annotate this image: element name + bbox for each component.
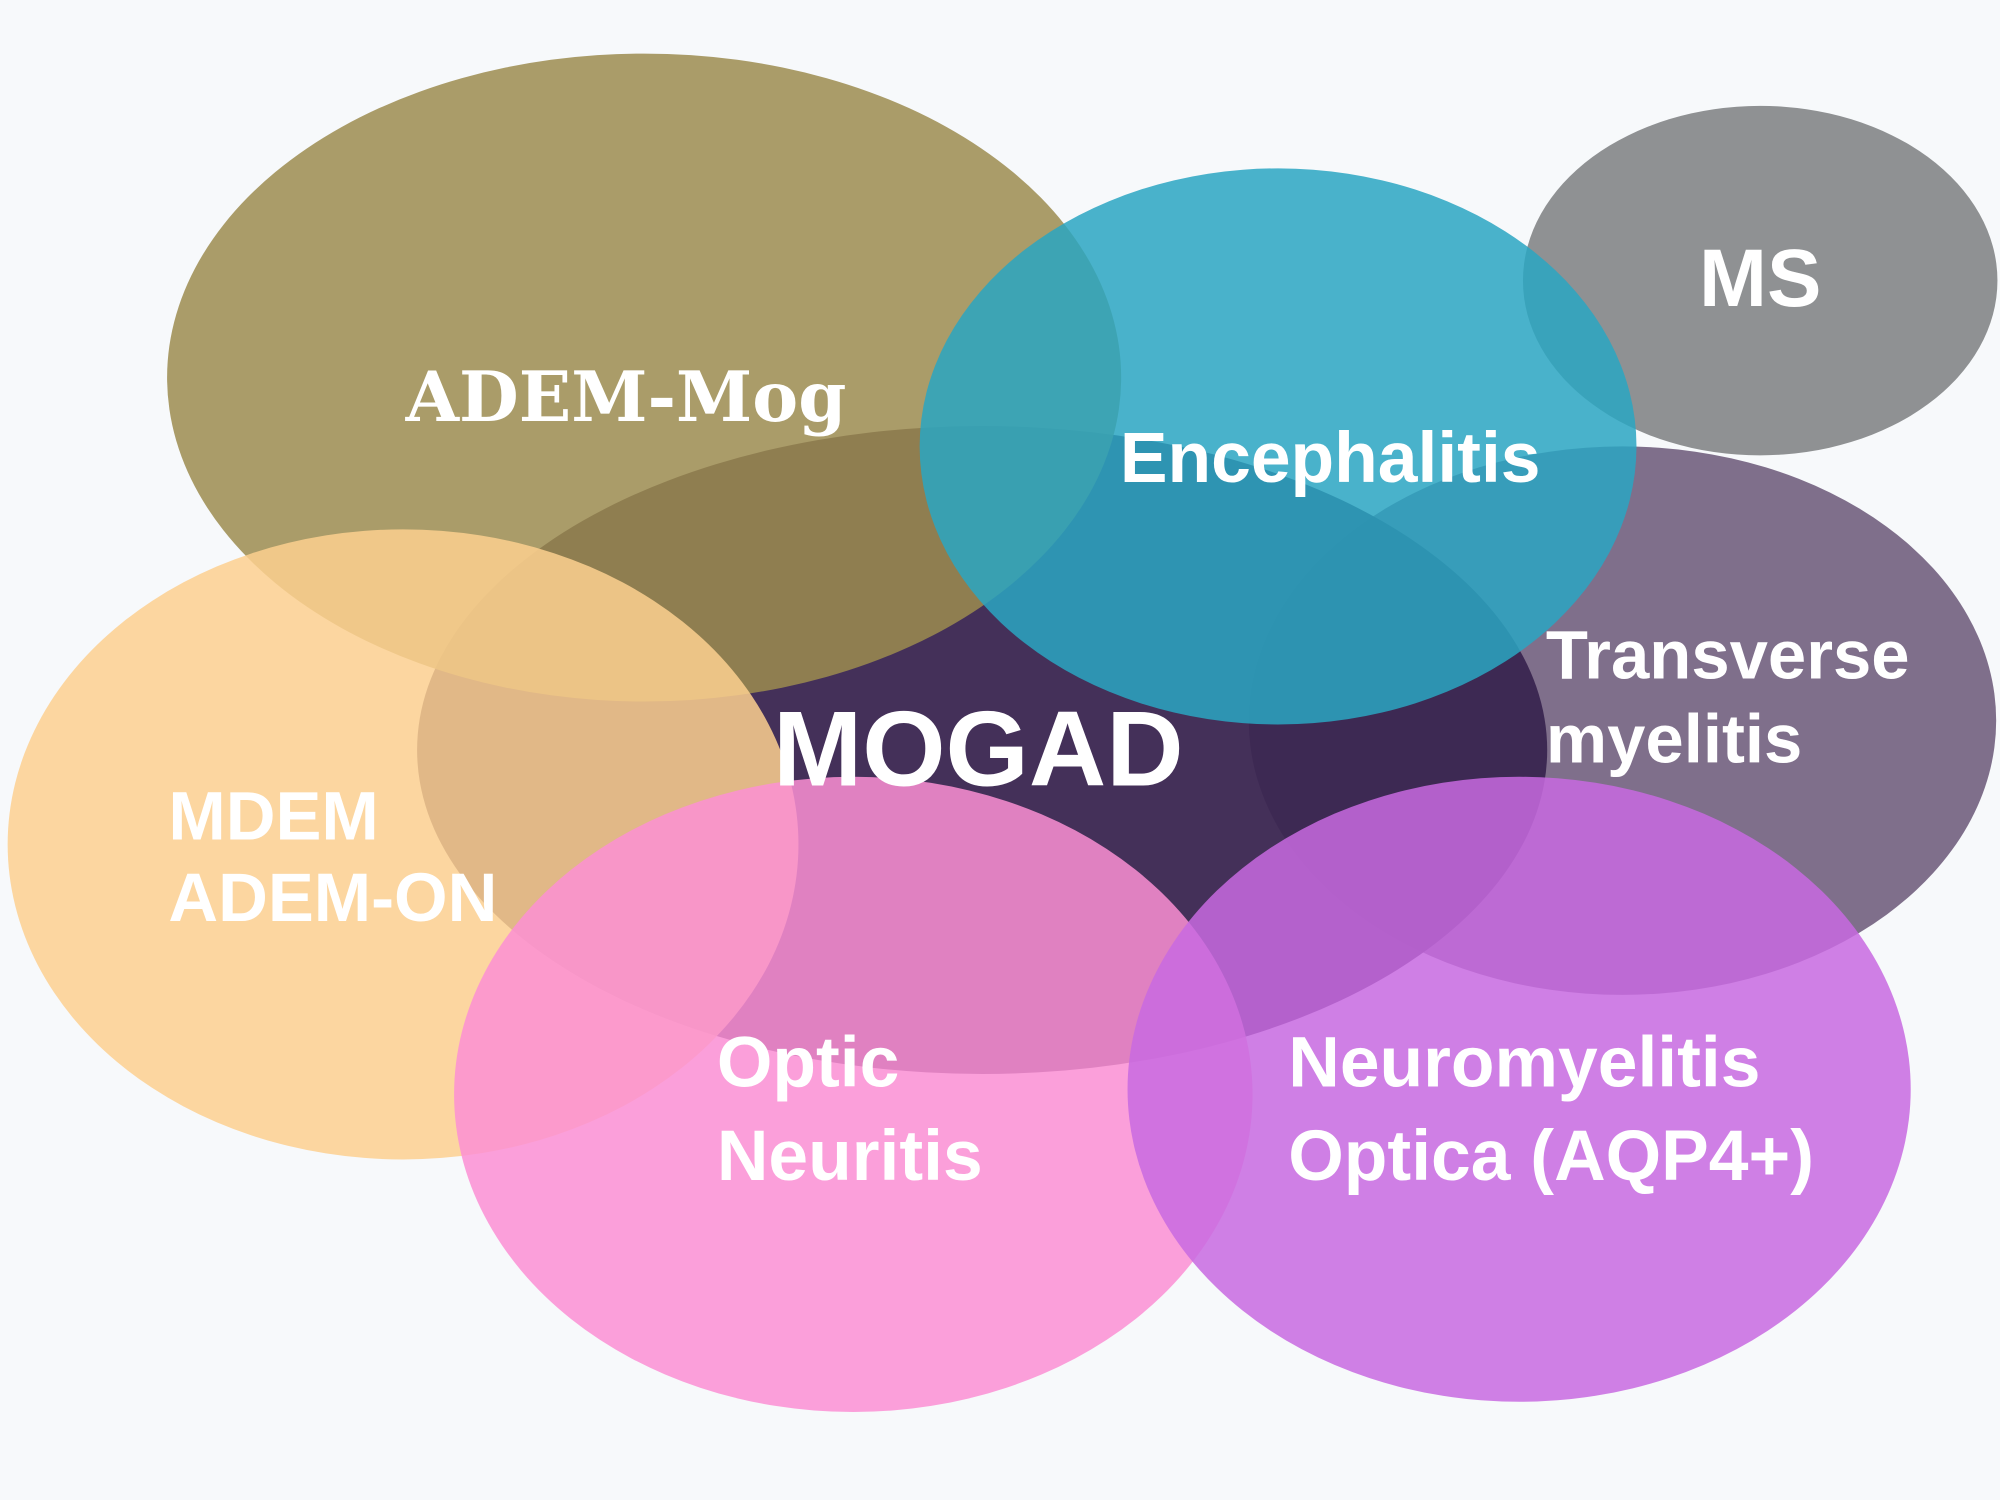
set-ms-ellipse	[1522, 105, 1998, 456]
label-neuritis: Neuritis	[717, 1116, 983, 1196]
label-mdem: MDEM	[168, 777, 378, 854]
set-nmo-ellipse	[1127, 776, 1911, 1402]
label-encephalitis: Encephalitis	[1120, 418, 1541, 498]
label-neuromyelitis: Neuromyelitis	[1288, 1023, 1760, 1103]
label-ms: MS	[1699, 233, 1821, 324]
label-adem-on: ADEM-ON	[168, 859, 497, 936]
set-optic-neuritis-ellipse	[454, 776, 1253, 1412]
label-transverse-2: myelitis	[1546, 701, 1802, 778]
label-adem-mog: ADEM-Mog	[405, 357, 847, 438]
set-encephalitis-ellipse	[919, 168, 1637, 725]
label-mogad: MOGAD	[773, 689, 1184, 809]
label-optica-aqp4: Optica (AQP4+)	[1288, 1116, 1814, 1196]
label-transverse-1: Transverse	[1546, 617, 1910, 694]
label-optic: Optic	[717, 1023, 900, 1103]
